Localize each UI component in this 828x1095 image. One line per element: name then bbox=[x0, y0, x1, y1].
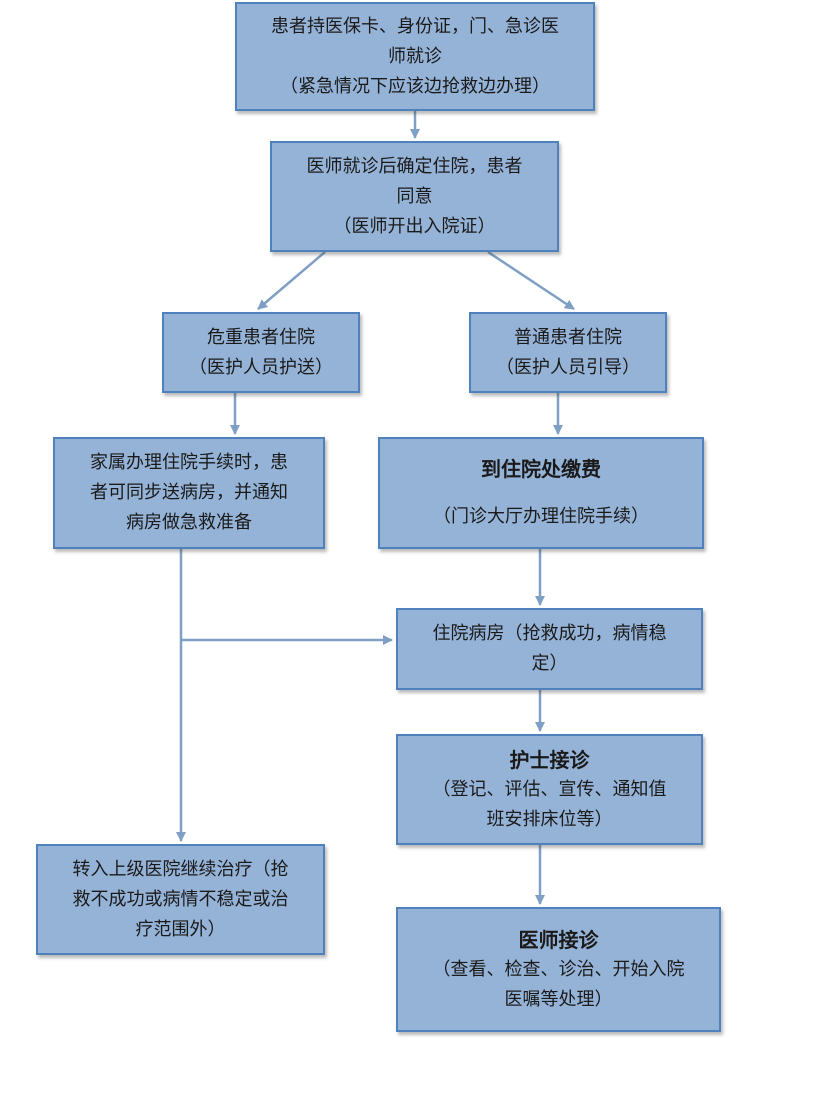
box-ward-line1: 住院病房（抢救成功，病情稳 bbox=[432, 623, 667, 644]
box-ward: 住院病房（抢救成功，病情稳 定） bbox=[396, 608, 703, 690]
box-doctor-line1: （查看、检查、诊治、开始入院 bbox=[432, 958, 685, 980]
box-payment-title: 到住院处缴费 bbox=[481, 457, 601, 481]
box-normal-line1: 普通患者住院 bbox=[514, 326, 622, 348]
box-family-line3: 病房做急救准备 bbox=[126, 512, 252, 533]
box-start-line1: 患者持医保卡、身份证，门、急诊医 bbox=[271, 15, 559, 37]
box-normal: 普通患者住院 （医护人员引导） bbox=[469, 312, 667, 393]
box-family-line1: 家属办理住院手续时，患 bbox=[90, 452, 288, 473]
box-family-line2: 者可同步送病房，并通知 bbox=[90, 482, 288, 503]
box-doctor: 医师接诊 （查看、检查、诊治、开始入院 医嘱等处理） bbox=[396, 907, 721, 1032]
box-ward-line2: 定） bbox=[531, 653, 568, 674]
box-nurse-line2: 班安排床位等） bbox=[486, 808, 613, 830]
box-start-line2: 师就诊 bbox=[388, 45, 442, 67]
box-transfer-line1: 转入上级医院继续治疗（抢 bbox=[72, 858, 289, 880]
box-transfer-line3: 疗范围外） bbox=[135, 918, 226, 940]
box-confirm-line3: （医师开出入院证） bbox=[333, 215, 496, 237]
box-nurse-title: 护士接诊 bbox=[509, 747, 590, 772]
box-confirm-line2: 同意 bbox=[396, 185, 433, 207]
box-transfer: 转入上级医院继续治疗（抢 救不成功或病情不稳定或治 疗范围外） bbox=[36, 844, 325, 955]
box-critical: 危重患者住院 （医护人员护送） bbox=[162, 312, 360, 393]
box-doctor-line2: 医嘱等处理） bbox=[504, 988, 613, 1010]
box-start-line3: （紧急情况下应该边抢救边办理） bbox=[280, 75, 550, 97]
box-confirm-line1: 医师就诊后确定住院，患者 bbox=[306, 155, 523, 177]
box-nurse-line1: （登记、评估、宣传、通知值 bbox=[432, 778, 667, 800]
box-doctor-title: 医师接诊 bbox=[518, 927, 599, 952]
box-payment: 到住院处缴费 （门诊大厅办理住院手续） bbox=[378, 437, 704, 549]
box-family: 家属办理住院手续时，患 者可同步送病房，并通知 病房做急救准备 bbox=[53, 437, 325, 549]
arrow-confirm-to-critical bbox=[257, 251, 326, 310]
box-start: 患者持医保卡、身份证，门、急诊医 师就诊 （紧急情况下应该边抢救边办理） bbox=[235, 2, 595, 111]
box-transfer-line2: 救不成功或病情不稳定或治 bbox=[72, 888, 289, 910]
arrow-confirm-to-normal bbox=[487, 250, 575, 311]
box-nurse: 护士接诊 （登记、评估、宣传、通知值 班安排床位等） bbox=[396, 734, 703, 845]
box-normal-line2: （医护人员引导） bbox=[496, 356, 640, 378]
box-critical-line1: 危重患者住院 bbox=[207, 326, 315, 348]
box-critical-line2: （医护人员护送） bbox=[189, 356, 333, 378]
box-payment-line1: （门诊大厅办理住院手续） bbox=[433, 506, 649, 527]
box-confirm: 医师就诊后确定住院，患者 同意 （医师开出入院证） bbox=[270, 141, 559, 252]
